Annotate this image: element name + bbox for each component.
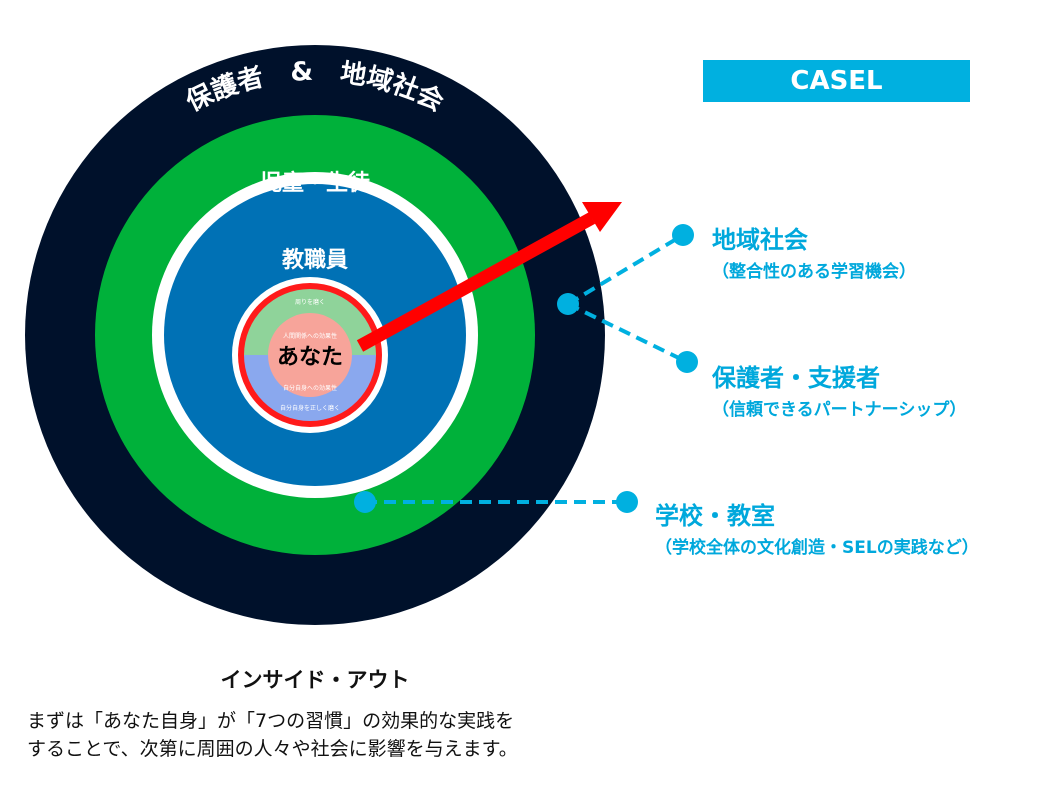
center-label: あなた — [277, 345, 343, 370]
callout-title: 保護者・支援者 — [712, 364, 880, 392]
callout-title: 地域社会 — [712, 226, 808, 254]
center-small-4: 自分自身を正しく磨く — [280, 404, 340, 412]
callout-sub: （信頼できるパートナーシップ） — [712, 400, 967, 420]
arrow-shaft — [356, 212, 596, 352]
footer-body: まずは「あなた自身」が「7つの習慣」の効果的な実践を することで、次第に周囲の人… — [27, 707, 518, 763]
connector-dots — [354, 224, 698, 513]
center-small-1: 周りを磨く — [295, 298, 325, 306]
footer-title: インサイド・アウト — [220, 668, 410, 692]
casel-badge: CASEL — [703, 60, 970, 102]
center-small-2: 人間関係への効果性 — [283, 332, 337, 340]
callout-title: 学校・教室 — [655, 502, 775, 530]
callout-community: 地域社会 （整合性のある学習機会） — [712, 220, 916, 282]
callout-sub: （整合性のある学習機会） — [712, 262, 916, 282]
callout-school: 学校・教室 （学校全体の文化創造・SELの実践など） — [655, 496, 979, 558]
center-core — [268, 313, 352, 397]
blue-ring-label: 教職員 — [282, 247, 348, 273]
callout-guardians: 保護者・支援者 （信頼できるパートナーシップ） — [712, 358, 966, 420]
footer-line: することで、次第に周囲の人々や社会に影響を与えます。 — [27, 738, 518, 760]
footer-line: まずは「あなた自身」が「7つの習慣」の効果的な実践を — [27, 710, 515, 732]
green-ring-label: 児童・生徒 — [259, 170, 371, 196]
arrow-head — [582, 202, 622, 232]
connectors — [365, 233, 688, 504]
callout-sub: （学校全体の文化創造・SELの実践など） — [655, 538, 979, 558]
center-small-3: 自分自身への効果性 — [283, 384, 337, 392]
